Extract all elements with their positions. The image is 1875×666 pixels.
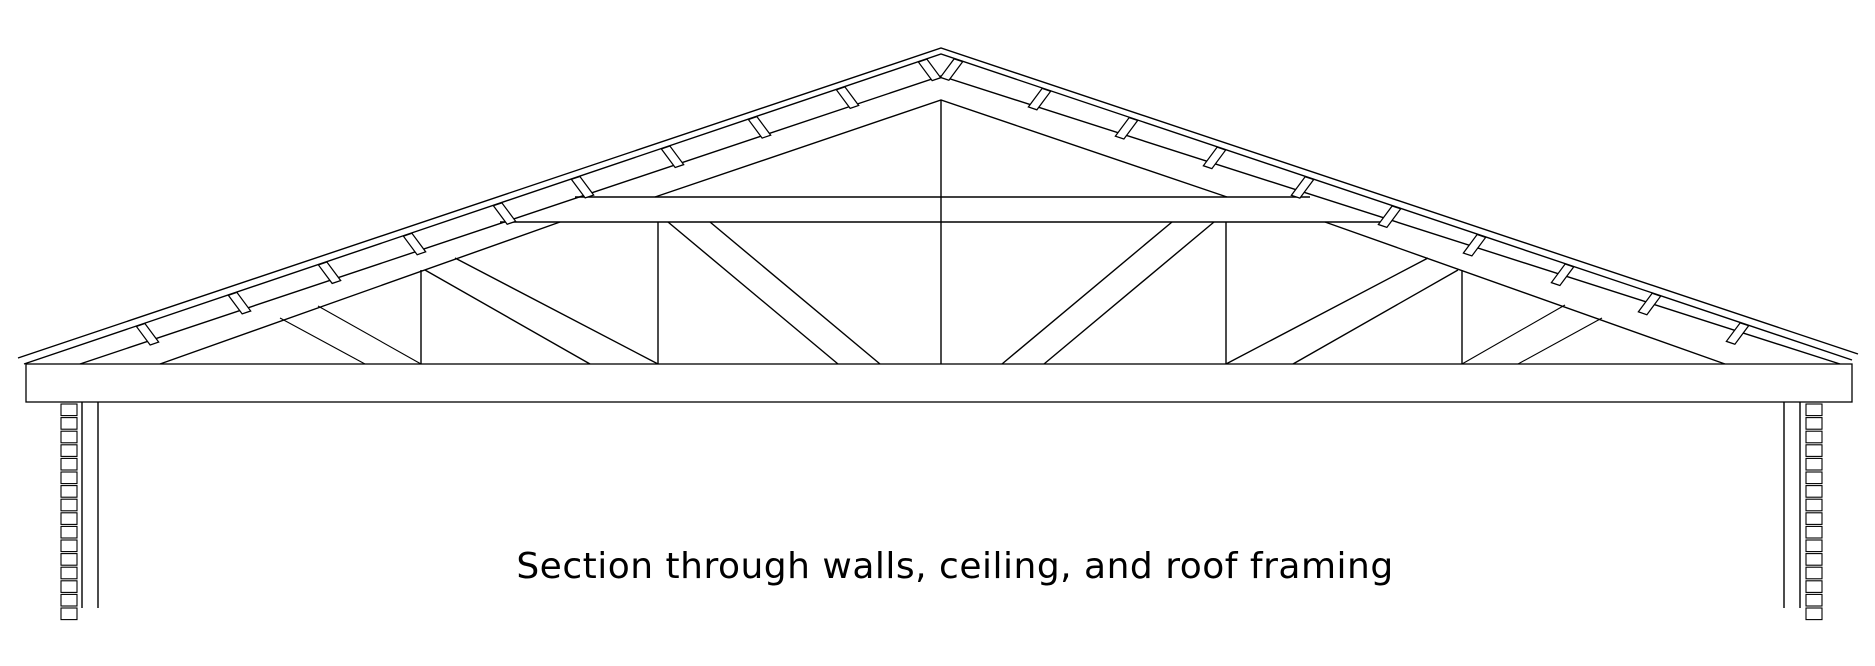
purlin xyxy=(227,291,252,315)
purlin xyxy=(1290,175,1315,199)
brick xyxy=(1805,580,1823,593)
brick xyxy=(60,566,78,580)
purlin-block xyxy=(402,232,427,256)
purlin xyxy=(135,322,160,346)
right-brick-wall xyxy=(1805,403,1823,621)
brick xyxy=(1805,498,1823,512)
brick xyxy=(1805,566,1823,580)
purlin xyxy=(835,86,860,110)
brick xyxy=(60,430,78,444)
purlin-block xyxy=(1462,233,1487,257)
purlin xyxy=(1637,292,1662,316)
brick xyxy=(60,539,78,553)
brick xyxy=(60,485,78,498)
purlin xyxy=(917,58,942,82)
purlin-block xyxy=(939,58,964,82)
collar-tie xyxy=(500,196,1385,223)
purlin xyxy=(1027,87,1052,111)
right-wall xyxy=(1783,402,1823,621)
purlin-block xyxy=(1290,175,1315,199)
purlin-block xyxy=(227,291,252,315)
purlin-block xyxy=(1550,263,1575,287)
purlin xyxy=(1377,205,1402,229)
purlin-block xyxy=(917,58,942,82)
purlin xyxy=(570,175,595,199)
purlin xyxy=(492,202,517,226)
purlin-block xyxy=(1377,205,1402,229)
left-wall xyxy=(60,402,99,621)
purlin-block xyxy=(1725,322,1750,346)
brick xyxy=(60,593,78,607)
purlin xyxy=(1462,233,1487,257)
brick xyxy=(1805,417,1823,430)
purlin-block xyxy=(1027,87,1052,111)
purlins xyxy=(135,58,1750,346)
brick xyxy=(1805,593,1823,607)
purlin xyxy=(317,261,342,285)
brick xyxy=(60,607,78,621)
brick xyxy=(1805,485,1823,498)
brick xyxy=(1805,444,1823,457)
purlin-block xyxy=(747,115,772,139)
ceiling-beam xyxy=(25,363,1853,403)
purlin-block xyxy=(317,261,342,285)
brick xyxy=(60,498,78,512)
purlin-block xyxy=(570,175,595,199)
drawing-caption: Section through walls, ceiling, and roof… xyxy=(516,546,1393,587)
purlin-block xyxy=(1114,116,1139,140)
purlin xyxy=(1725,322,1750,346)
brick xyxy=(1805,553,1823,566)
purlin-block xyxy=(135,322,160,346)
purlin xyxy=(747,115,772,139)
truss-webs xyxy=(279,100,1603,365)
brick xyxy=(1805,512,1823,525)
brick xyxy=(60,525,78,539)
brick xyxy=(60,403,78,417)
brick xyxy=(1805,525,1823,539)
brick xyxy=(60,444,78,457)
purlin xyxy=(939,58,964,82)
purlin xyxy=(1202,146,1227,170)
purlin-block xyxy=(835,86,860,110)
brick xyxy=(60,580,78,593)
purlin-block xyxy=(660,145,685,169)
purlin-block xyxy=(1202,146,1227,170)
purlin-block xyxy=(1637,292,1662,316)
brick xyxy=(60,417,78,430)
purlin-block xyxy=(492,202,517,226)
brick xyxy=(1805,539,1823,553)
brick xyxy=(60,457,78,471)
brick xyxy=(1805,457,1823,471)
purlin xyxy=(660,145,685,169)
purlin xyxy=(1550,263,1575,287)
left-brick-wall xyxy=(60,403,78,621)
brick xyxy=(1805,471,1823,485)
brick xyxy=(1805,430,1823,444)
purlin xyxy=(1114,116,1139,140)
brick xyxy=(60,512,78,525)
brick xyxy=(1805,607,1823,621)
brick xyxy=(60,471,78,485)
purlin xyxy=(402,232,427,256)
brick xyxy=(60,553,78,566)
brick xyxy=(1805,403,1823,417)
roof-sheathing xyxy=(17,47,1859,365)
